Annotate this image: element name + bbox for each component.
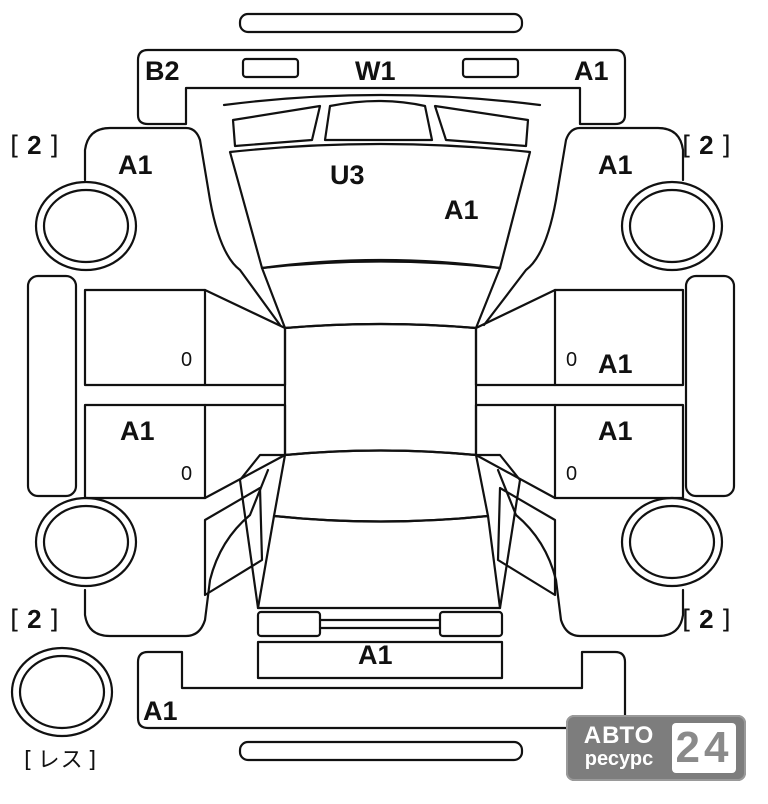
roof-panel bbox=[283, 322, 478, 457]
windshield-lower-edge bbox=[260, 258, 502, 270]
trunk-garnish bbox=[318, 618, 442, 630]
right-front-door bbox=[474, 288, 685, 387]
front-right-fog-light bbox=[461, 57, 520, 79]
mark-front-bumper-center: W1 bbox=[355, 56, 396, 86]
mark-front-bumper-left: B2 bbox=[145, 56, 180, 86]
tire-depth-front-right: [2] bbox=[682, 130, 732, 161]
hood-panel bbox=[228, 142, 532, 270]
avtoresurs-watermark: АВТО ресурс 24 bbox=[566, 715, 746, 781]
front-left-wheel bbox=[34, 180, 138, 272]
tire-depth-rear-right: [2] bbox=[682, 604, 732, 635]
right-side-sill bbox=[684, 274, 736, 498]
watermark-line1: АВТО bbox=[583, 722, 655, 749]
watermark-line2: ресурс bbox=[584, 748, 654, 770]
mark-right-rear-door: A1 bbox=[598, 416, 633, 446]
left-rear-door-handle: 0 bbox=[181, 463, 193, 485]
right-rear-door-handle: 0 bbox=[566, 463, 578, 485]
mark-front-left-fender: A1 bbox=[118, 150, 153, 180]
grille bbox=[323, 99, 434, 142]
mark-right-front-door: A1 bbox=[598, 349, 633, 379]
rear-left-fender bbox=[83, 468, 270, 638]
spare-wheel bbox=[10, 646, 114, 738]
front-right-headlight bbox=[433, 104, 530, 148]
grille-top-line bbox=[222, 93, 542, 107]
front-left-headlight bbox=[231, 104, 322, 148]
left-rear-door bbox=[83, 403, 287, 500]
trunk-lid bbox=[256, 514, 502, 610]
right-rear-door bbox=[474, 403, 685, 500]
watermark-number: 24 bbox=[672, 723, 736, 773]
front-left-fog-light bbox=[241, 57, 300, 79]
rear-right-quarter-glass bbox=[496, 486, 557, 597]
tire-depth-front-left: [2] bbox=[10, 130, 60, 161]
rear-panel bbox=[256, 640, 504, 680]
mark-front-bumper-right: A1 bbox=[574, 56, 609, 86]
rear-left-quarter-glass bbox=[203, 486, 264, 597]
left-front-door bbox=[83, 288, 287, 387]
rear-right-tail-light bbox=[438, 610, 504, 638]
tire-depth-rear-left: [2] bbox=[10, 604, 60, 635]
mark-front-right-fender: A1 bbox=[598, 150, 633, 180]
rear-left-wheel bbox=[34, 496, 138, 588]
mark-hood-a1: A1 bbox=[444, 195, 479, 225]
rear-right-pillar bbox=[474, 453, 522, 610]
mark-hood-u3: U3 bbox=[330, 160, 365, 190]
right-front-door-handle: 0 bbox=[566, 349, 578, 371]
front-bumper-frame bbox=[136, 48, 627, 126]
rear-bumper-strip bbox=[238, 740, 524, 762]
front-right-fender bbox=[482, 126, 685, 327]
mark-rear-bumper: A1 bbox=[143, 696, 178, 726]
spare-tire-status: [レス] bbox=[24, 748, 98, 773]
left-side-sill bbox=[26, 274, 78, 498]
rear-window bbox=[272, 449, 490, 523]
rear-left-pillar bbox=[238, 453, 287, 610]
mark-left-rear-door: A1 bbox=[120, 416, 155, 446]
front-left-fender bbox=[83, 126, 282, 327]
front-bumper-strip bbox=[238, 12, 524, 34]
rear-right-wheel bbox=[620, 496, 724, 588]
rear-left-tail-light bbox=[256, 610, 322, 638]
rear-right-fender bbox=[496, 468, 685, 638]
mark-rear-panel: A1 bbox=[358, 640, 393, 670]
front-right-wheel bbox=[620, 180, 724, 272]
left-front-door-handle: 0 bbox=[181, 349, 193, 371]
cowl bbox=[260, 266, 502, 330]
